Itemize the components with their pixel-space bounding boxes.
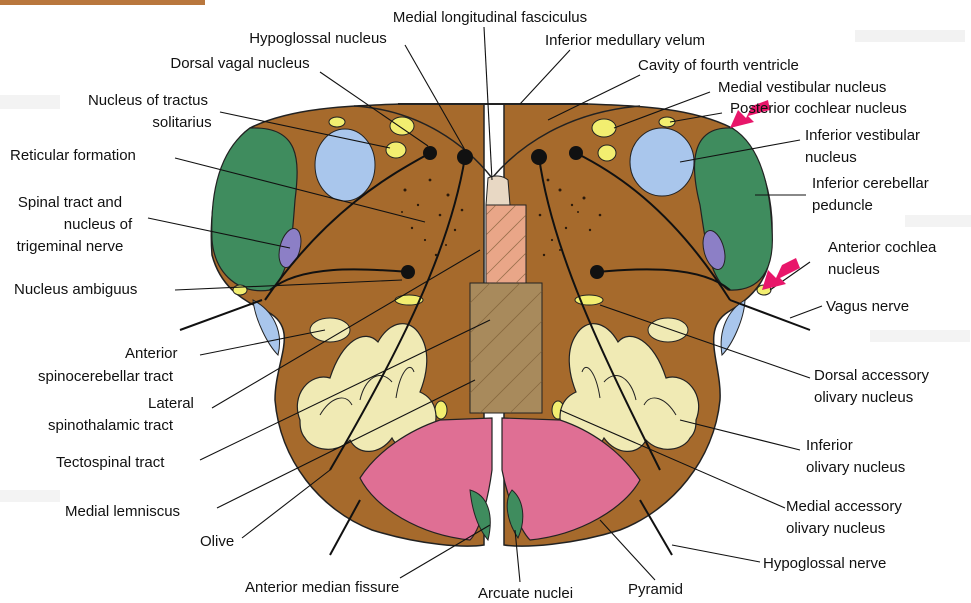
label-ant-spinocerebellar-1: Anterior <box>125 345 178 362</box>
label-cavity-fourth-ventricle: Cavity of fourth ventricle <box>638 57 799 74</box>
label-tectospinal: Tectospinal tract <box>56 454 165 471</box>
label-anterior-cochlea-1: Anterior cochlea <box>828 239 937 256</box>
label-inferior-olivary-1: Inferior <box>806 437 853 454</box>
label-arcuate-nuclei: Arcuate nuclei <box>478 585 573 602</box>
label-lat-spinothalamic-2: spinothalamic tract <box>48 417 174 434</box>
right-hypoglossal-dot <box>531 149 547 165</box>
label-posterior-cochlear-nucleus: Posterior cochlear nucleus <box>730 100 907 117</box>
right-nucleus-ambiguus-dot <box>590 265 604 279</box>
label-medial-accessory-1: Medial accessory <box>786 498 902 515</box>
label-dorsal-accessory-1: Dorsal accessory <box>814 367 930 384</box>
left-nucleus-ambiguus-dot <box>401 265 415 279</box>
label-tractus-solitarius-1: Nucleus of tractus <box>88 92 208 109</box>
left-hypoglossal-dot <box>457 149 473 165</box>
label-olive: Olive <box>200 533 234 550</box>
right-spinocerebellar-oval <box>648 318 688 342</box>
label-anterior-cochlea-2: nucleus <box>828 261 880 278</box>
left-dorsal-vagal-dot <box>423 146 437 160</box>
right-dorsal-vagal-dot <box>569 146 583 160</box>
medial-longitudinal-fasciculus <box>486 205 526 283</box>
label-reticular-formation: Reticular formation <box>10 147 136 164</box>
label-nucleus-ambiguus: Nucleus ambiguus <box>14 281 137 298</box>
label-inferior-medullary-velum: Inferior medullary velum <box>545 32 705 49</box>
label-spinal-trigeminal-3: trigeminal nerve <box>17 238 124 255</box>
label-hypoglossal-nucleus: Hypoglossal nucleus <box>249 30 387 47</box>
label-inferior-olivary-2: olivary nucleus <box>806 459 905 476</box>
label-spinal-trigeminal-1: Spinal tract and <box>18 194 122 211</box>
label-inferior-vestibular-1: Inferior vestibular <box>805 127 920 144</box>
label-inferior-vestibular-2: nucleus <box>805 149 857 166</box>
label-lat-spinothalamic-1: Lateral <box>148 395 194 412</box>
right-inferior-vestibular-nucleus <box>630 128 694 196</box>
label-tractus-solitarius-2: solitarius <box>152 114 211 131</box>
medial-lemniscus-midline <box>470 283 542 413</box>
label-dorsal-accessory-2: olivary nucleus <box>814 389 913 406</box>
label-inferior-cerebellar-1: Inferior cerebellar <box>812 175 929 192</box>
label-pyramid: Pyramid <box>628 581 683 598</box>
label-mlf: Medial longitudinal fasciculus <box>393 9 587 26</box>
left-inferior-vestibular-nucleus <box>315 129 375 201</box>
label-medial-lemniscus: Medial lemniscus <box>65 503 180 520</box>
label-ant-spinocerebellar-2: spinocerebellar tract <box>38 368 174 385</box>
label-spinal-trigeminal-2: nucleus of <box>64 216 133 233</box>
label-hypoglossal-nerve: Hypoglossal nerve <box>763 555 886 572</box>
label-vagus-nerve: Vagus nerve <box>826 298 909 315</box>
label-medial-vestibular-nucleus: Medial vestibular nucleus <box>718 79 886 96</box>
label-inferior-cerebellar-2: peduncle <box>812 197 873 214</box>
label-dorsal-vagal-nucleus: Dorsal vagal nucleus <box>170 55 309 72</box>
label-anterior-median-fissure: Anterior median fissure <box>245 579 399 596</box>
label-medial-accessory-2: olivary nucleus <box>786 520 885 537</box>
